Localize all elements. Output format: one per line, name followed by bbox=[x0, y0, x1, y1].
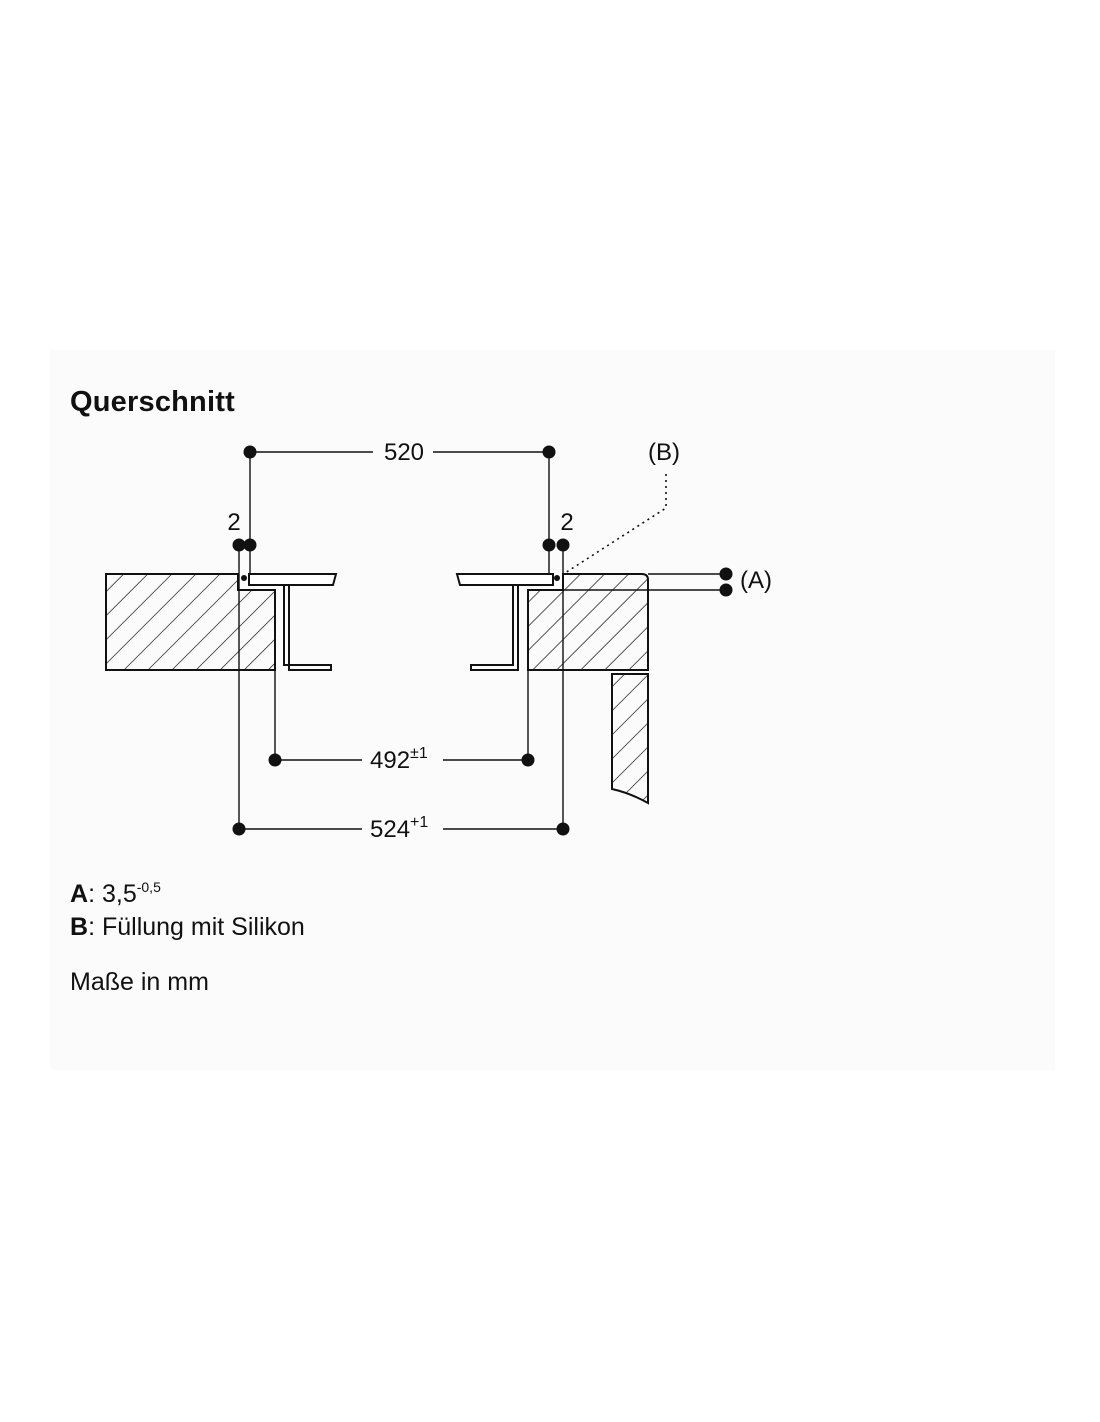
legend-key: A bbox=[70, 880, 89, 908]
legend: A: 3,5-0,5 B: Füllung mit Silikon bbox=[70, 878, 305, 944]
label-a: (A) bbox=[740, 567, 772, 594]
drawing-sheet bbox=[50, 350, 1055, 1070]
dimension-outer-width: 524+1 bbox=[370, 814, 428, 843]
page-title: Querschnitt bbox=[70, 386, 235, 418]
dimension-inner-width: 492±1 bbox=[370, 745, 428, 774]
legend-separator: : bbox=[88, 880, 96, 908]
silicone-leader-line bbox=[564, 474, 667, 574]
legend-text: 3,5 bbox=[101, 880, 137, 908]
label-b: (B) bbox=[648, 439, 680, 466]
dimension-gap-left: 2 bbox=[227, 509, 240, 536]
legend-item-b: B: Füllung mit Silikon bbox=[70, 911, 305, 944]
countertop-left bbox=[105, 573, 276, 671]
dimension-top-width: 520 bbox=[384, 439, 424, 466]
countertop-right bbox=[527, 573, 649, 671]
legend-item-a: A: 3,5-0,5 bbox=[70, 878, 305, 911]
appliance-right bbox=[455, 573, 554, 671]
legend-text: Füllung mit Silikon bbox=[101, 913, 305, 941]
legend-superscript: -0,5 bbox=[136, 879, 161, 895]
legend-separator: : bbox=[88, 913, 96, 941]
dimension-lines bbox=[239, 451, 563, 830]
legend-key: B bbox=[70, 913, 89, 941]
extension-lines bbox=[238, 452, 726, 829]
appliance-left bbox=[248, 573, 338, 671]
units-note: Maße in mm bbox=[70, 968, 209, 996]
dimension-dots bbox=[232, 445, 733, 836]
cabinet-side-panel bbox=[611, 673, 649, 805]
dimension-gap-right: 2 bbox=[560, 509, 573, 536]
